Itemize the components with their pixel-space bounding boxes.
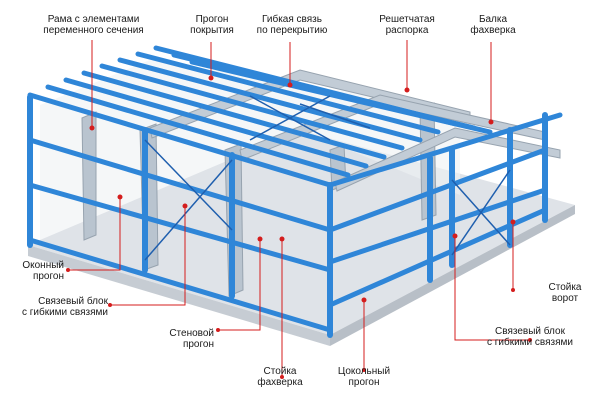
label-frame-variable-section: Рама с элементами переменного сечения (43, 14, 144, 36)
wall-girts (27, 137, 548, 333)
label-bracing-block-left: Связевый блок с гибкими связями (21, 296, 108, 318)
label-bracing-block-right: Связевый блок с гибкими связями (486, 326, 573, 348)
label-window-girt: Оконный прогон (22, 260, 64, 282)
eave-beam (327, 112, 563, 188)
roof-bracing (249, 95, 371, 141)
label-roof-purlin: Прогон покрытия (190, 14, 234, 36)
label-wall-girt: Стеновой прогон (169, 328, 214, 350)
label-flexible-roof-bracing: Гибкая связь по перекрытию (256, 14, 328, 36)
label-gable-column: Стойка фахверка (257, 366, 303, 388)
label-gable-beam: Балка фахверка (470, 14, 516, 36)
floor-edge-right (330, 205, 575, 346)
label-lattice-strut: Решетчатая распорка (379, 14, 435, 36)
label-base-girt: Цокольный прогон (337, 366, 391, 388)
roof-purlins (27, 45, 493, 188)
callout-lines (68, 40, 530, 377)
callout-dots (66, 75, 532, 379)
wall-bracing (144, 139, 511, 261)
label-gate-column: Стойка ворот (548, 282, 582, 304)
